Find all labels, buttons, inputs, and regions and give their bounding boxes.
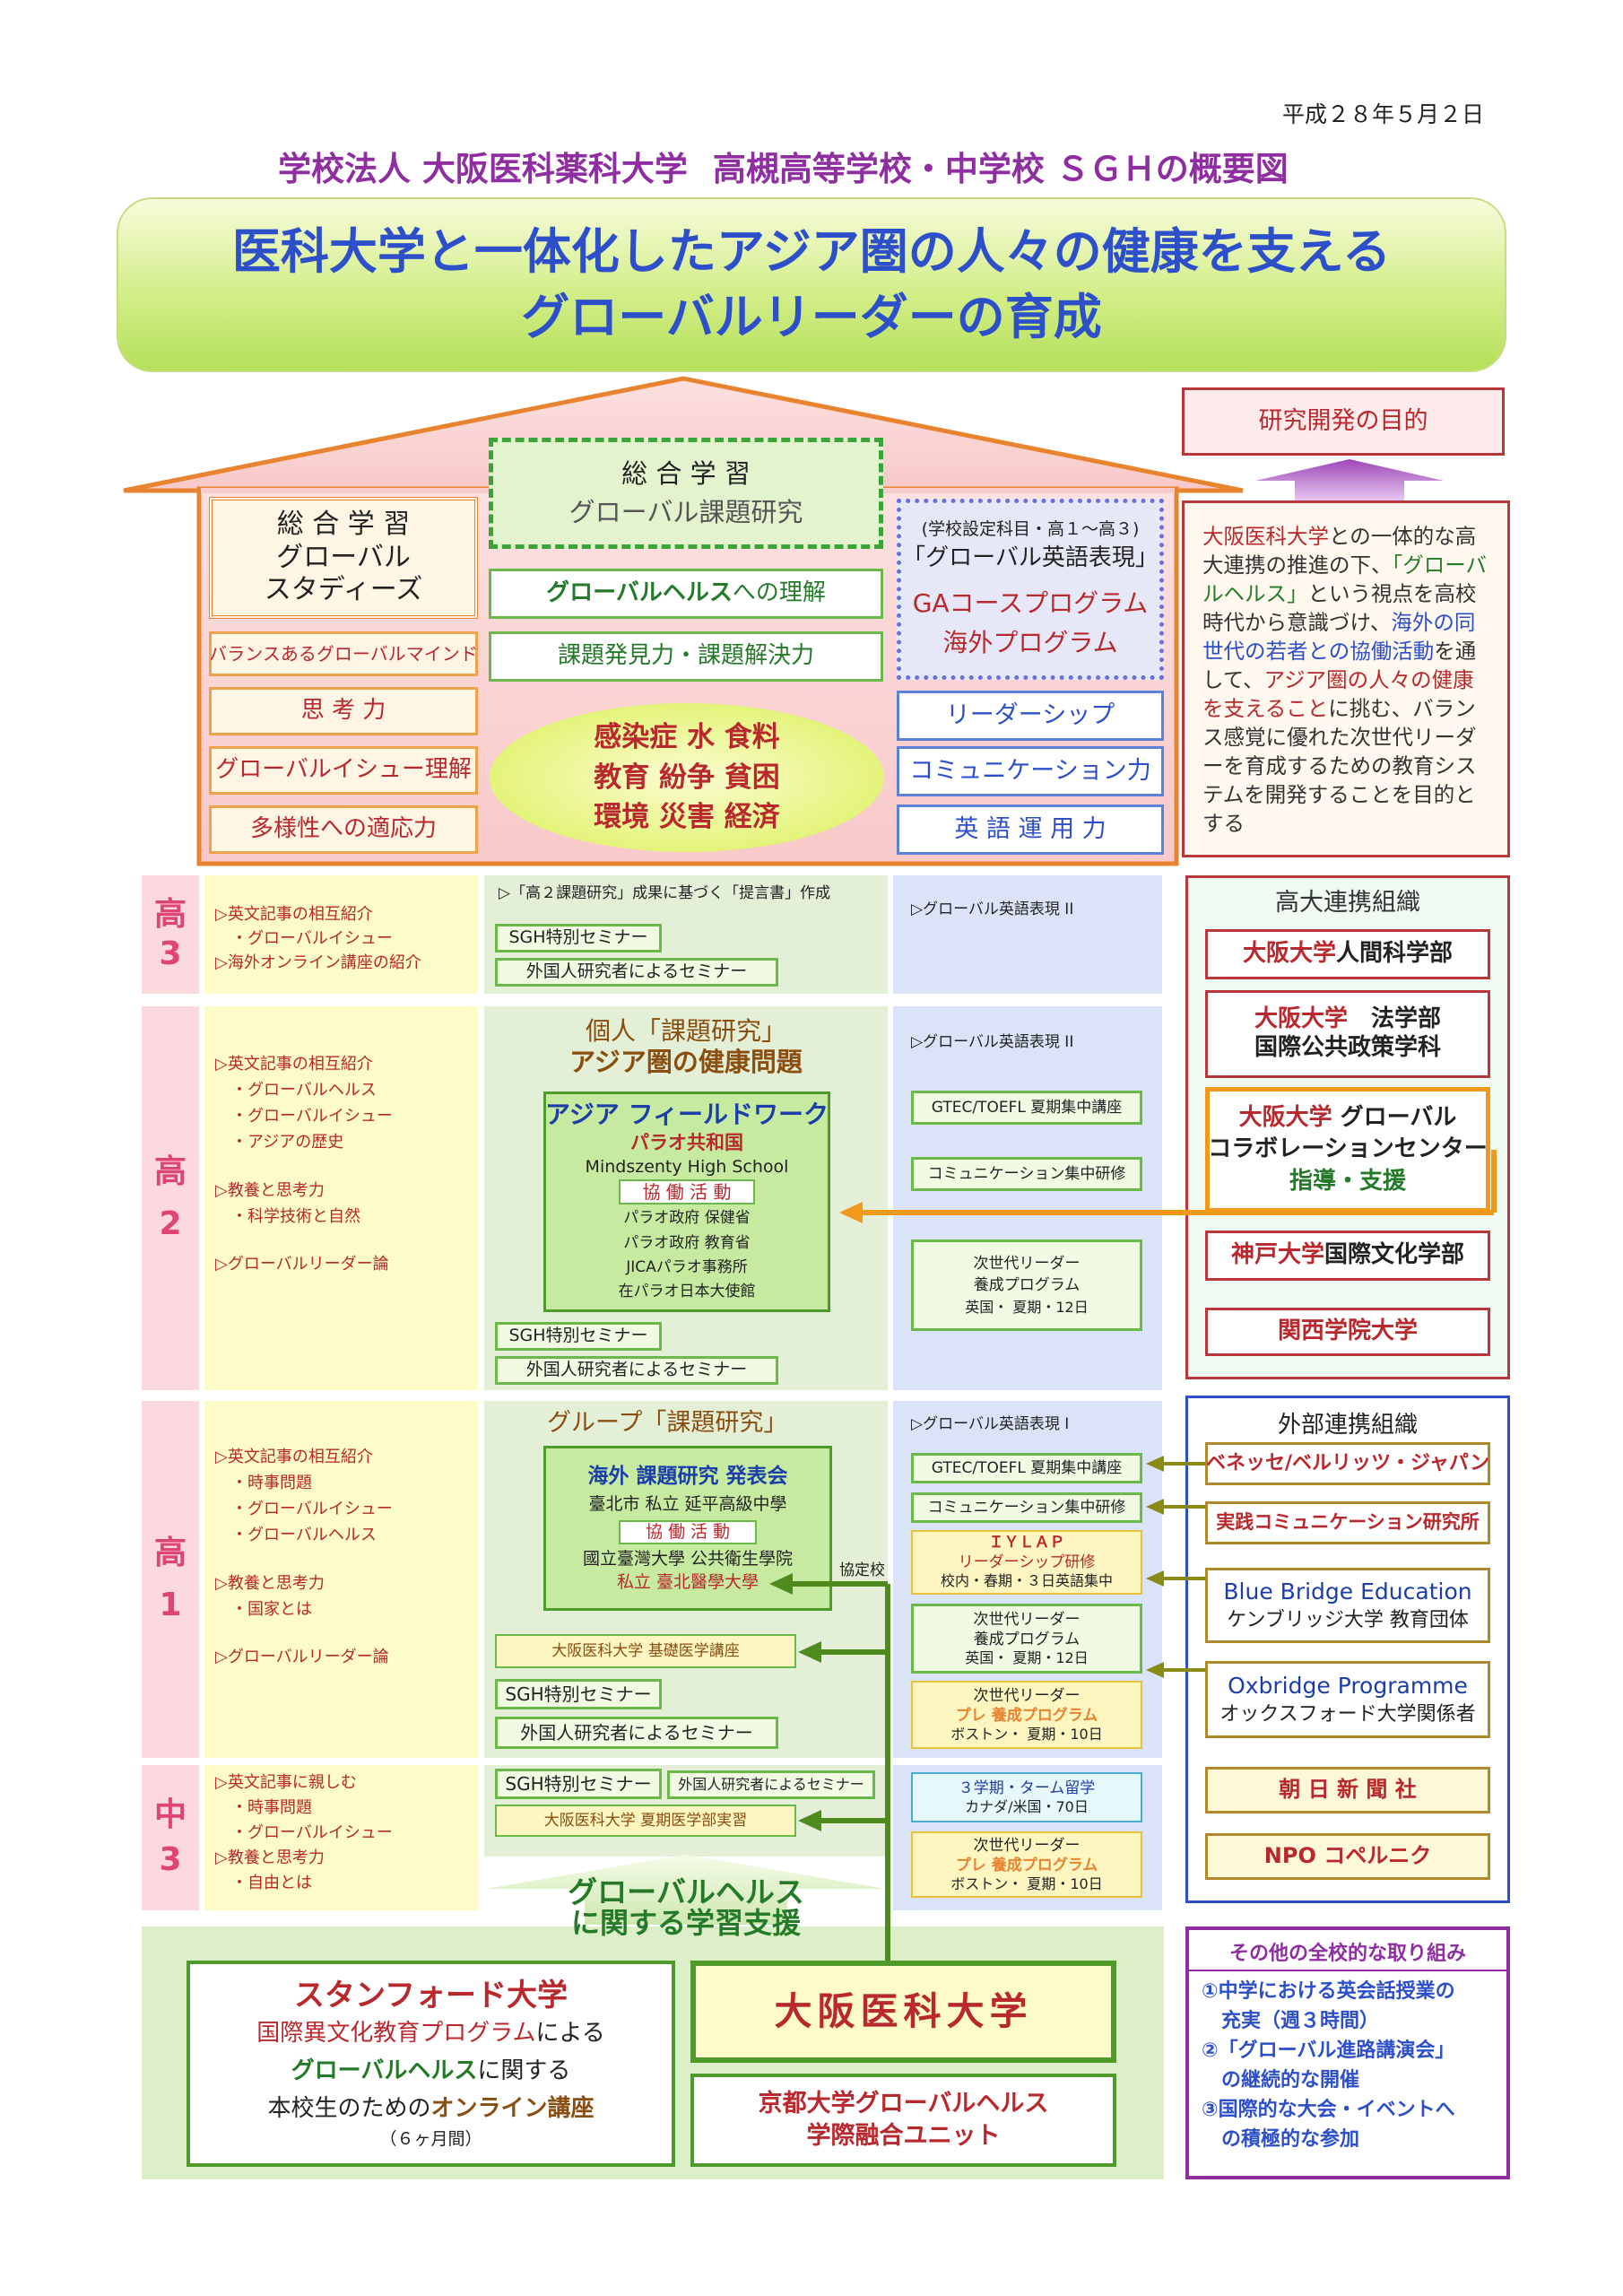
page-title: 学校法人 大阪医科薬科大学高槻高等学校・中学校 ＳＧＨの概要図 [278,142,1444,190]
ext-asahi: 朝 日 新 聞 社 [1205,1767,1490,1813]
summer-medical-practice: 大阪医科大学 夏期医学部実習 [495,1805,796,1837]
univ-osaka-global-center: 大阪大学 グローバル コラボレーションセンター 指導・支援 [1205,1087,1490,1213]
title-prefix: 学校法人 大阪医科薬科大学 [278,150,688,188]
goal-banner: 医科大学と一体化したアジア圏の人々の健康を支える グローバルリーダーの育成 [117,197,1506,372]
grade-label-h2: 高 2 [142,1006,199,1390]
ext-blue-bridge: Blue Bridge Education ケンブリッジ大学 教育団体 [1205,1568,1490,1643]
gtec-toefl-course: GTEC/TOEFL 夏期集中講座 [911,1453,1142,1483]
j3-left-col [204,1765,478,1910]
foreign-seminar-tag: 外国人研究者によるセミナー [495,1717,778,1749]
problem-solving-skills: 課題発見力・課題解決力 [489,631,883,682]
iylap-program: ＩＹＬＡＰ リーダーシップ研修 校内・春期・３日英語集中 [911,1530,1142,1595]
support-up-arrow [486,1855,886,1925]
date: 平成２８年５月２日 [1282,101,1485,127]
h1-left-list: ▷英文記事の相互紹介 ・時事問題 ・グローバルイシュー ・グローバルヘルス ▷教… [215,1448,393,1666]
h2-left-list: ▷英文記事の相互紹介 ・グローバルヘルス ・グローバルイシュー ・アジアの歴史 … [215,1055,393,1274]
h2-research-title: 個人「課題研究」 アジア圏の健康問題 [569,1016,803,1078]
communication-training: コミュニケーション集中研修 [911,1492,1142,1523]
next-leader-program: 次世代リーダー 養成プログラム 英国・ 夏期・12日 [911,1604,1142,1674]
house-right-item: 英 語 運 用 力 [897,804,1164,855]
purpose-text: 大阪医科大学との一体的な高大連携の推進の下、「グローバルヘルス」という視点を高校… [1202,524,1488,836]
house-left-item: 思 考 力 [209,687,478,735]
global-english-box: (学校設定科目・高１〜高３) 「グローバル英語表現」 GAコースプログラム 海外… [897,499,1164,680]
sgh-seminar-tag: SGH特別セミナー [495,924,662,952]
ext-practical-comm: 実践コミュニケーション研究所 [1205,1501,1490,1544]
grade-label-j3: 中 3 [142,1765,199,1910]
sgh-seminar-tag: SGH特別セミナー [495,1322,662,1351]
other-item: ③国際的な大会・イベントへ の積極的な参加 [1202,2099,1455,2151]
univ-osaka-law: 大阪大学 法学部 国際公共政策学科 [1205,990,1490,1078]
other-initiatives-box: その他の全校的な取り組み ①中学における英会話授業の 充実（週３時間） ②「グロ… [1185,1926,1510,2179]
global-studies-line: グローバル [276,541,411,573]
purpose-label: 研究開発の目的 [1182,387,1505,456]
osaka-medical-college: 大阪医科大学 [690,1961,1116,2063]
purpose-text-box: 大阪医科大学との一体的な高大連携の推進の下、「グローバルヘルス」という視点を高校… [1182,500,1510,857]
grade-label-h1: 高 1 [142,1401,199,1758]
univ-panel-title: 高大連携組織 [1275,889,1420,917]
ext-benesse: ベネッセ/ベルリッツ・ジャパン [1205,1442,1490,1485]
h3-left-list: ▷英文記事の相互紹介 ・グローバルイシュー ▷海外オンライン講座の紹介 [215,905,421,972]
ext-npo-kopernik: NPO コペルニク [1205,1833,1490,1880]
global-research-box: 総 合 学 習 グローバル課題研究 [489,438,883,549]
term-study-abroad: ３学期・ターム留学 カナダ/米国・70日 [911,1772,1142,1822]
sgh-seminar-tag: SGH特別セミナー [495,1679,662,1709]
house-right-item: リーダーシップ [897,691,1164,741]
ext-oxbridge: Oxbridge Programme オックスフォード大学関係者 [1205,1661,1490,1738]
foreign-seminar-tag: 外国人研究者によるセミナー [495,958,778,987]
goal-line-1: 医科大学と一体化したアジア圏の人々の健康を支える [231,222,1392,280]
house-right-item: コミュニケーション力 [897,746,1164,796]
h1-research-title: グループ「課題研究」 [547,1409,788,1437]
h1-english-note: ▷グローバル英語表現 I [911,1415,1070,1433]
h2-left-col [204,1006,478,1390]
pre-leader-program: 次世代リーダー プレ 養成プログラム ボストン・ 夏期・10日 [911,1681,1142,1749]
issues-ellipse: 感染症 水 食料 教育 紛争 貧困 環境 災害 経済 [490,703,884,852]
partner-school-label: 協定校 [839,1561,885,1579]
other-item: ②「グローバル進路講演会」 の継続的な開催 [1202,2039,1455,2092]
kyoto-global-health-unit: 京都大学グローバルヘルス 学際融合ユニット [690,2074,1116,2167]
h1-left-col [204,1401,478,1758]
h3-english-note: ▷グローバル英語表現 II [911,900,1074,918]
global-studies-box: 総 合 学 習 グローバル スタディーズ [209,497,478,619]
univ-kobe: 神戸大学国際文化学部 [1205,1231,1490,1281]
house-left-item: 多様性への適応力 [209,805,478,854]
h2-right-col [893,1006,1162,1390]
basic-medicine-course: 大阪医科大学 基礎医学講座 [495,1634,796,1668]
title-main: 高槻高等学校・中学校 ＳＧＨの概要図 [712,150,1289,188]
ext-panel-title: 外部連携組織 [1277,1412,1418,1439]
support-label: グローバルヘルス に関する学習支援 [568,1874,804,1940]
house-left-item: グローバルイシュー理解 [209,746,478,795]
global-studies-line: スタディーズ [264,574,423,606]
univ-osaka-human-sciences: 大阪大学人間科学部 [1205,929,1490,979]
grade-label-h3: 高 3 [142,875,199,994]
h3-right-col [893,875,1162,994]
house-left-item: バランスあるグローバルマインド [209,631,478,676]
stanford-box: スタンフォード大学 国際異文化教育プログラムによる グローバルヘルスに関する 本… [187,1961,675,2167]
sgh-seminar-tag: SGH特別セミナー [495,1769,662,1799]
h2-english-note: ▷グローバル英語表現 II [911,1033,1074,1051]
purpose-up-arrow [1255,459,1444,500]
h3-proposal-note: ▷「高２課題研究」成果に基づく「提言書」作成 [499,884,831,902]
next-leader-program: 次世代リーダー 養成プログラム 英国・ 夏期・12日 [911,1239,1142,1331]
overseas-conference-box: 海外 課題研究 発表会 臺北市 私立 延平高級中學 協 働 活 動 國立臺灣大學… [543,1446,832,1611]
foreign-seminar-tag: 外国人研究者によるセミナー [667,1770,875,1799]
j3-left-list: ▷英文記事に親しむ ・時事問題 ・グローバルイシュー ▷教養と思考力 ・自由とは [215,1773,393,1892]
univ-kwansei: 関西学院大学 [1205,1308,1490,1356]
asia-fieldwork-box: アジア フィールドワーク パラオ共和国 Mindszenty High Scho… [543,1091,830,1312]
goal-line-2: グローバルリーダーの育成 [521,288,1102,345]
gtec-toefl-course: GTEC/TOEFL 夏期集中講座 [911,1091,1142,1125]
other-item: ①中学における英会話授業の 充実（週３時間） [1202,1980,1455,2032]
pre-leader-program: 次世代リーダー プレ 養成プログラム ボストン・ 夏期・10日 [911,1831,1142,1898]
h3-left-col [204,875,478,994]
communication-training: コミュニケーション集中研修 [911,1157,1142,1191]
stanford-name: スタンフォード大学 [294,1978,568,2014]
global-studies-line: 総 合 学 習 [276,509,411,541]
global-health-understanding: グローバルヘルスへの理解 [489,569,883,619]
foreign-seminar-tag: 外国人研究者によるセミナー [495,1356,778,1385]
